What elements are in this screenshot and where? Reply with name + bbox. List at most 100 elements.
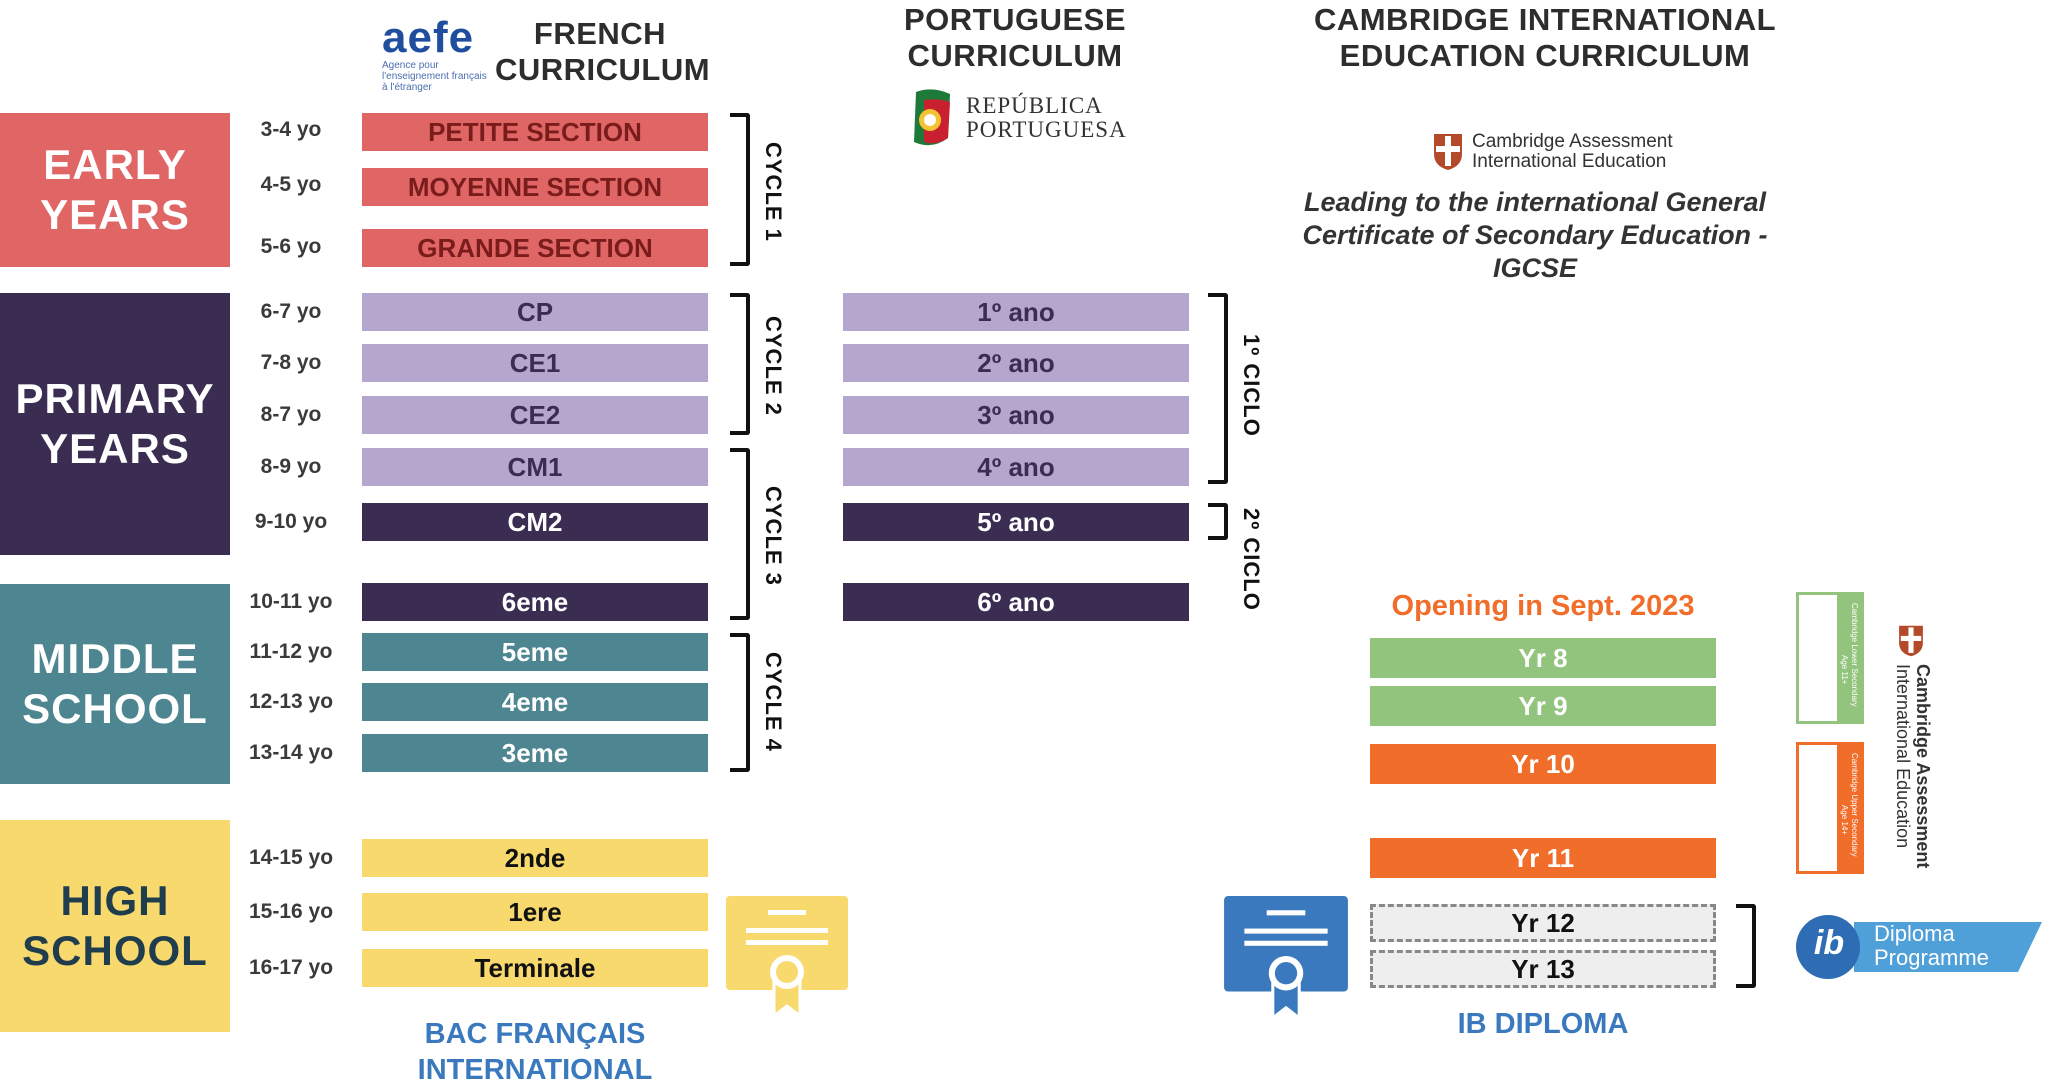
portuguese-level-bar: 1º ano — [843, 293, 1189, 331]
age-label: 14-15 yo — [248, 846, 334, 869]
portuguese-level-bar: 4º ano — [843, 448, 1189, 486]
republica-line-1: REPÚBLICA — [966, 93, 1103, 118]
french-level-bar: 2nde — [362, 839, 708, 877]
cambridge-shield-icon — [1899, 625, 1923, 657]
stage-middle-line-2: SCHOOL — [22, 685, 208, 732]
age-label: 15-16 yo — [248, 900, 334, 923]
ib-certificate-icon — [1220, 892, 1352, 1024]
aefe-logo-caption-3: à l'étranger — [382, 82, 432, 93]
portuguese-level-bar: 5º ano — [843, 503, 1189, 541]
french-level-bar: 6eme — [362, 583, 708, 621]
age-label: 9-10 yo — [254, 510, 328, 533]
french-level-bar: 5eme — [362, 633, 708, 671]
french-level-bar: CM2 — [362, 503, 708, 541]
stage-primary-line-2: YEARS — [40, 425, 190, 472]
age-label: 5-6 yo — [260, 235, 322, 258]
aefe-logo-caption-2: l'enseignement français — [382, 71, 487, 82]
stage-early-line-1: EARLY — [43, 141, 187, 188]
french-curriculum-title: FRENCH CURRICULUM — [495, 16, 711, 87]
aefe-logo-text: aefe — [382, 13, 475, 62]
ib-logo-icon — [1796, 915, 2042, 979]
cycle-4-label: CYCLE 4 — [761, 652, 786, 752]
french-level-bar: MOYENNE SECTION — [362, 168, 708, 206]
cambridge-vertical-logo: Cambridge Assessment International Educa… — [1892, 624, 1942, 868]
aefe-logo-caption-1: Agence pour — [382, 60, 439, 71]
bac-francais-label: BAC FRANÇAIS INTERNATIONAL — [417, 1018, 653, 1082]
cambridge-upper-secondary-card: Cambridge Upper Secondary Age 14+ — [1796, 742, 1864, 874]
cycle-2-label: CYCLE 2 — [761, 316, 786, 416]
stage-early-years: EARLY YEARS — [0, 113, 230, 267]
stage-primary-line-1: PRIMARY — [15, 375, 215, 422]
french-level-bar: PETITE SECTION — [362, 113, 708, 151]
igcse-note: Leading to the international General Cer… — [1302, 187, 1768, 283]
portuguese-curriculum-title: PORTUGUESE CURRICULUM — [903, 2, 1127, 73]
age-label: 4-5 yo — [260, 173, 322, 196]
stage-middle-line-1: MIDDLE — [31, 635, 199, 682]
ciclo-1-bracket — [1208, 293, 1228, 484]
cycle-2-bracket — [730, 293, 750, 435]
ib-level-bar: Yr 13 — [1370, 950, 1716, 988]
french-level-bar: 3eme — [362, 734, 708, 772]
french-level-bar: GRANDE SECTION — [362, 229, 708, 267]
cycle-3-label: CYCLE 3 — [761, 486, 786, 586]
age-label: 13-14 yo — [248, 741, 334, 764]
stage-primary-years: PRIMARY YEARS — [0, 293, 230, 555]
upper-card-stripe — [1837, 745, 1861, 871]
cambridge-logo-line-1: Cambridge Assessment — [1472, 131, 1673, 152]
age-label: 12-13 yo — [248, 690, 334, 713]
stage-middle-school: MIDDLE SCHOOL — [0, 584, 230, 784]
republica-portuguesa-logo: REPÚBLICA PORTUGUESA — [910, 88, 1160, 150]
french-level-bar: 4eme — [362, 683, 708, 721]
lower-card-age: Age 11+ — [1840, 655, 1849, 685]
cambridge-level-bar: Yr 11 — [1370, 838, 1716, 878]
age-label: 8-7 yo — [260, 403, 322, 426]
french-level-bar: CE2 — [362, 396, 708, 434]
ib-bracket — [1736, 904, 1756, 988]
cambridge-logo-line-2: International Education — [1472, 151, 1667, 172]
portuguese-level-bar: 6º ano — [843, 583, 1189, 621]
cambridge-logo: Cambridge Assessment International Educa… — [1432, 130, 1692, 174]
certificate-icon — [1224, 896, 1348, 1022]
ib-level-bar: Yr 12 — [1370, 904, 1716, 942]
age-label: 8-9 yo — [260, 455, 322, 478]
stage-high-school: HIGH SCHOOL — [0, 820, 230, 1032]
age-label: 11-12 yo — [249, 640, 333, 663]
age-label: 7-8 yo — [260, 351, 322, 374]
cycle-4-bracket — [730, 633, 750, 772]
portuguese-level-bar: 2º ano — [843, 344, 1189, 382]
cambridge-lower-secondary-card: Cambridge Lower Secondary Age 11+ — [1796, 592, 1864, 724]
cambridge-level-bar: Yr 9 — [1370, 686, 1716, 726]
stage-early-line-2: YEARS — [40, 191, 190, 238]
age-label: 3-4 yo — [260, 118, 322, 141]
ib-diploma-label: IB DIPLOMA — [1457, 1008, 1629, 1040]
ib-logo-line-2: Programme — [1874, 945, 1989, 970]
certificate-icon — [726, 896, 848, 1020]
cambridge-vertical-line-2: International Education — [1893, 664, 1913, 849]
upper-card-age: Age 14+ — [1840, 805, 1849, 836]
cambridge-curriculum-title: CAMBRIDGE INTERNATIONAL EDUCATION CURRIC… — [1313, 2, 1777, 73]
cambridge-level-bar: Yr 10 — [1370, 744, 1716, 784]
portuguese-level-bar: 3º ano — [843, 396, 1189, 434]
ciclo-2-bracket — [1208, 503, 1228, 540]
cycle-3-bracket — [730, 448, 750, 620]
portugal-emblem-icon — [914, 89, 950, 146]
french-level-bar: Terminale — [362, 949, 708, 987]
republica-line-2: PORTUGUESA — [966, 117, 1127, 142]
cambridge-vertical-line-1: Cambridge Assessment — [1913, 664, 1933, 869]
ib-mark-text: ib — [1813, 924, 1845, 962]
cycle-1-bracket — [730, 113, 750, 266]
ciclo-1-label: 1º CICLO — [1239, 334, 1264, 437]
ib-diploma-logo: ib Diploma Programme — [1794, 912, 2042, 982]
ib-logo-line-1: Diploma — [1874, 921, 1955, 946]
stage-high-line-2: SCHOOL — [22, 927, 208, 974]
age-label: 6-7 yo — [260, 300, 322, 323]
cambridge-opening-label: Opening in Sept. 2023 — [1391, 590, 1695, 622]
cambridge-shield-icon — [1434, 134, 1462, 170]
cycle-1-label: CYCLE 1 — [761, 142, 786, 242]
french-level-bar: 1ere — [362, 893, 708, 931]
french-level-bar: CP — [362, 293, 708, 331]
bac-certificate-icon — [722, 892, 852, 1022]
upper-card-title: Cambridge Upper Secondary — [1850, 753, 1859, 857]
aefe-logo: aefe Agence pour l'enseignement français… — [382, 13, 487, 94]
stage-high-line-1: HIGH — [60, 877, 170, 924]
